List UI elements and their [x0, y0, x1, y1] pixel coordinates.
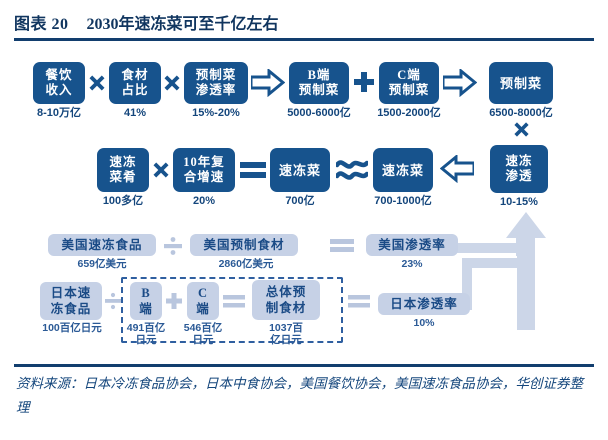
caption-us-frozen-food: 659亿美元	[77, 258, 127, 270]
node-label: B 端	[139, 286, 153, 316]
node-frozen-prefab-700[interactable]: 速冻菜	[270, 148, 330, 192]
footer-divider	[14, 364, 594, 367]
node-label: 速冻 菜肴	[109, 155, 137, 184]
header-divider	[14, 38, 594, 41]
node-label: 日本渗透率	[390, 297, 458, 311]
caption-jp-b-side: 491百亿 日元	[126, 322, 166, 346]
figure-header: 图表 20 2030年速冻菜可至千亿左右	[14, 10, 594, 40]
caption-ten-year-cagr: 20%	[192, 195, 216, 207]
caption-prefab-dish: 6500-8000亿	[489, 107, 553, 119]
node-label: 预制菜	[499, 75, 542, 91]
node-label: 食材 占比	[121, 68, 149, 97]
operator-multiply-1	[87, 73, 107, 93]
node-label: 美国预制食材	[203, 238, 285, 252]
node-label: 速冻菜	[278, 162, 321, 178]
figure-label: 图表 20	[14, 16, 69, 33]
caption-us-prefab-ingredients: 2860亿美元	[218, 258, 274, 270]
caption-jp-penetration-rate: 10%	[413, 317, 435, 329]
node-us-frozen-food[interactable]: 美国速冻食品	[48, 234, 156, 256]
operator-divide-1	[163, 236, 183, 256]
operator-equals-1	[240, 160, 266, 180]
node-label: 日本速 冻食品	[50, 286, 92, 316]
page-title: 2030年速冻菜可至千亿左右	[86, 16, 279, 33]
node-label: 美国渗透率	[378, 238, 446, 252]
operator-equals-4	[348, 294, 370, 309]
us-rate-connector	[452, 243, 520, 253]
node-label: 10年复 合增速	[183, 155, 225, 184]
node-frozen-dishes[interactable]: 速冻 菜肴	[97, 148, 149, 192]
caption-frozen-prefab-700: 700亿	[285, 195, 315, 207]
operator-double-arrow-left	[440, 155, 474, 183]
operator-equals-2	[330, 238, 354, 254]
up-arrow-to-penetration	[506, 212, 546, 330]
caption-us-penetration-rate: 23%	[401, 258, 423, 270]
node-prefab-penetration-rate[interactable]: 预制菜 渗透率	[184, 62, 248, 104]
operator-double-arrow-right-2	[443, 69, 477, 97]
node-us-prefab-ingredients[interactable]: 美国预制食材	[190, 234, 298, 256]
jp-rate-connector-top	[462, 258, 520, 268]
node-label: 速冻菜	[381, 162, 424, 178]
node-label: 速冻 渗透	[505, 154, 533, 183]
caption-ingredient-share: 41%	[123, 107, 147, 119]
node-jp-frozen-food[interactable]: 日本速 冻食品	[40, 282, 102, 320]
node-label: 美国速冻食品	[61, 238, 143, 252]
dashed-japan-breakdown	[121, 277, 343, 343]
caption-jp-total-prefab-ingredients: 1037百 亿日元	[269, 322, 303, 346]
caption-jp-frozen-food: 100百亿日元	[42, 322, 102, 334]
node-jp-total-prefab-ingredients[interactable]: 总体预 制食材	[252, 280, 320, 320]
caption-prefab-penetration-rate: 15%-20%	[192, 107, 240, 119]
node-ingredient-share[interactable]: 食材 占比	[109, 62, 161, 104]
node-jp-penetration-rate[interactable]: 日本渗透率	[378, 293, 470, 315]
caption-c-side-prefab: 1500-2000亿	[377, 107, 441, 119]
us-rate-connector-elbow	[516, 238, 528, 256]
operator-plus-1	[353, 71, 375, 93]
node-label: B端 预制菜	[298, 68, 340, 97]
operator-plus-2	[165, 292, 183, 310]
node-label: 预制菜 渗透率	[195, 68, 237, 97]
caption-jp-c-side: 546百亿 日元	[183, 322, 223, 346]
node-prefab-dish[interactable]: 预制菜	[489, 62, 553, 104]
source-note: 资料来源：日本冷冻食品协会，日本中食协会，美国餐饮协会，美国速冻食品协会，华创证…	[16, 376, 583, 415]
caption-frozen-prefab-700-1000: 700-1000亿	[374, 195, 432, 207]
node-us-penetration-rate[interactable]: 美国渗透率	[366, 234, 458, 256]
node-b-side-prefab[interactable]: B端 预制菜	[289, 62, 349, 104]
node-catering-revenue[interactable]: 餐饮 收入	[33, 62, 85, 104]
operator-multiply-2	[162, 73, 182, 93]
caption-b-side-prefab: 5000-6000亿	[287, 107, 351, 119]
node-ten-year-cagr[interactable]: 10年复 合增速	[173, 148, 235, 192]
caption-catering-revenue: 8-10万亿	[36, 107, 82, 119]
node-label: C端 预制菜	[388, 68, 430, 97]
operator-multiply-3	[151, 160, 171, 180]
node-frozen-penetration[interactable]: 速冻 渗透	[490, 145, 548, 193]
node-jp-c-side[interactable]: C 端	[187, 282, 219, 320]
operator-approx	[336, 157, 368, 183]
operator-divide-2	[104, 292, 122, 310]
operator-double-arrow-right-1	[251, 69, 285, 97]
operator-equals-3	[223, 294, 245, 309]
caption-frozen-penetration: 10-15%	[500, 196, 538, 208]
node-label: C 端	[196, 286, 210, 316]
node-c-side-prefab[interactable]: C端 预制菜	[379, 62, 439, 104]
operator-multiply-link	[512, 120, 530, 138]
node-label: 餐饮 收入	[45, 68, 73, 97]
node-label: 总体预 制食材	[265, 285, 307, 315]
caption-frozen-dishes: 100多亿	[102, 195, 144, 207]
node-frozen-prefab-700-1000[interactable]: 速冻菜	[373, 148, 433, 192]
node-jp-b-side[interactable]: B 端	[130, 282, 162, 320]
